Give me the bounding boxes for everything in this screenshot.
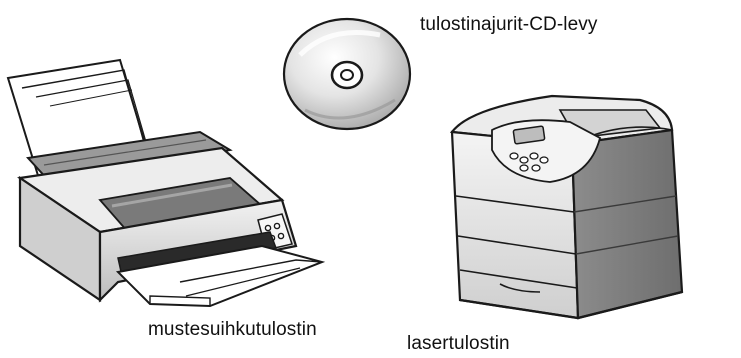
inkjet-printer-icon [8, 60, 322, 306]
cd-disc-icon [284, 19, 410, 129]
laser-printer-icon [452, 96, 682, 318]
cd-label: tulostinajurit-CD-levy [420, 14, 597, 36]
inkjet-printer-label: mustesuihkutulostin [148, 319, 317, 341]
laser-printer-label: lasertulostin [407, 333, 510, 355]
